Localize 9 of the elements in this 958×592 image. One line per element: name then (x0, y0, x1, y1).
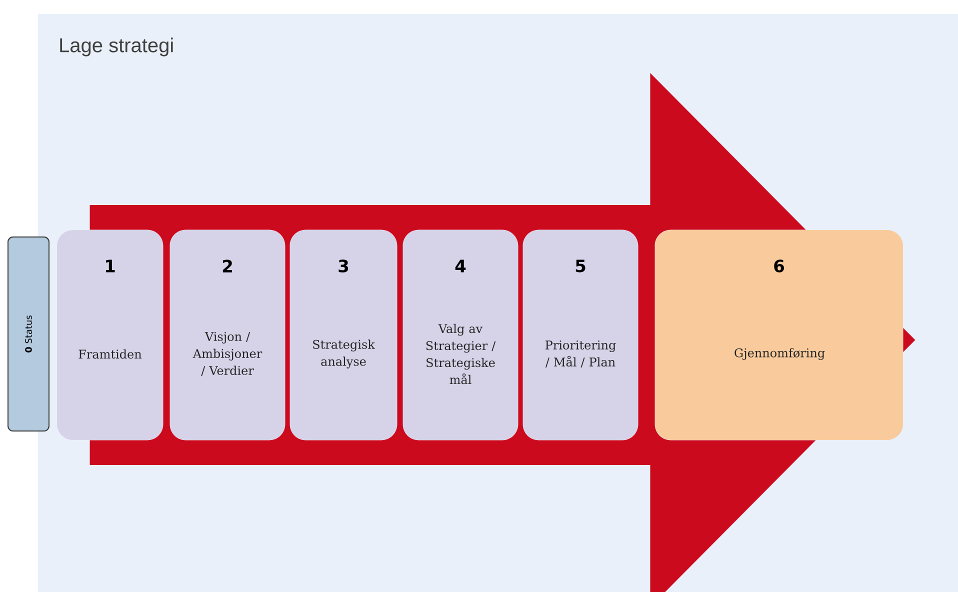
status-box: 0 Status (8, 236, 50, 432)
title: Lage strategi (60, 38, 173, 56)
final-step-box: 6 Gjennomføring (655, 230, 903, 440)
step-box: 5 Prioritering / Mål / Plan (523, 230, 638, 440)
step-box: 1 Framtiden (57, 230, 163, 440)
block-arrow (90, 73, 916, 592)
step-box: 4 Valg av Strategier / Strategiske mål (403, 230, 518, 440)
step-box: 2 Visjon / Ambisjoner / Verdier (170, 230, 285, 440)
step-box: 3 Strategisk analyse (290, 230, 397, 440)
